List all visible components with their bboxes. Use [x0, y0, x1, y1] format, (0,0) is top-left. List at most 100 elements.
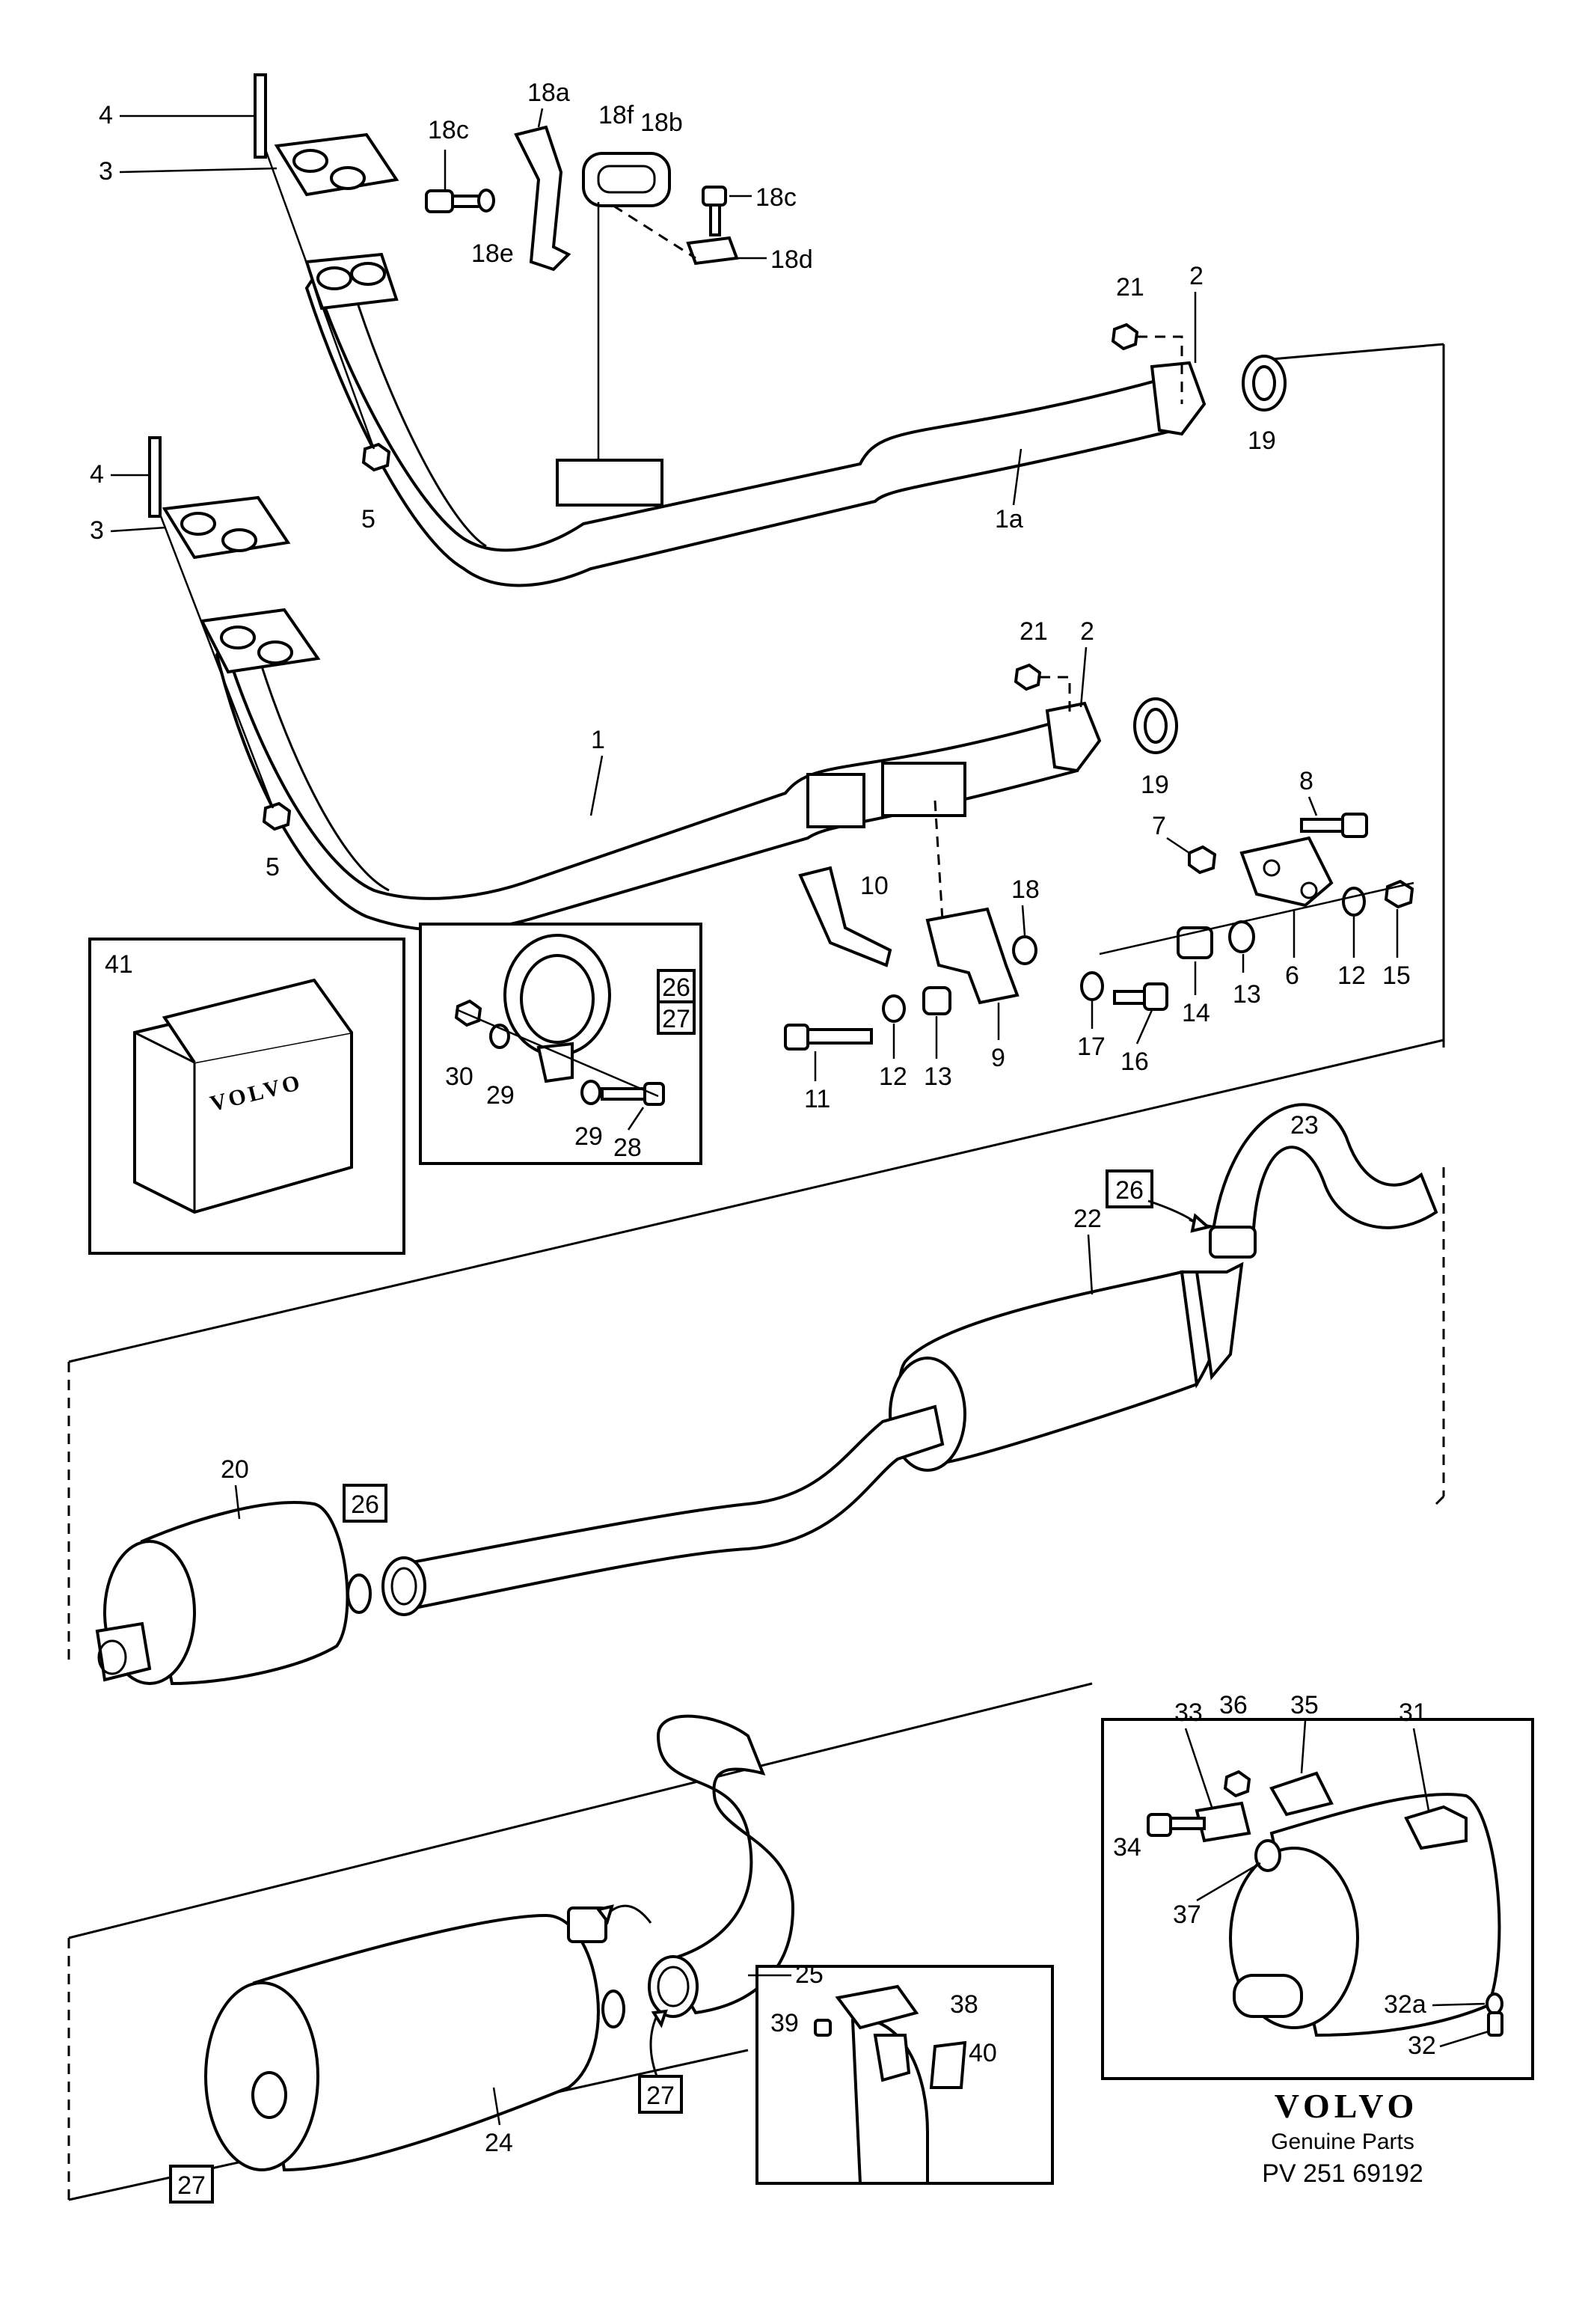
inset-41: VOLVO — [88, 938, 405, 1255]
nut-5-upper — [361, 442, 391, 472]
label-32: 32 — [1408, 2031, 1436, 2060]
nut-7 — [1188, 845, 1217, 875]
label-39: 39 — [770, 2009, 799, 2037]
label-4: 4 — [99, 101, 113, 129]
rubber-mount-18b — [582, 152, 671, 207]
label-4: 4 — [90, 460, 104, 489]
label-38: 38 — [950, 1990, 978, 2019]
gasket-3-upper — [274, 132, 399, 197]
bolt-16 — [1113, 982, 1168, 1011]
label-21: 21 — [1116, 273, 1144, 302]
callout-labels: 4 3 18c 18a 18f 18b 18c 18e 18d 21 2 19 … — [90, 79, 1489, 2157]
bushing-13-right — [1228, 920, 1255, 953]
genuine-parts-text: Genuine Parts — [1271, 2129, 1414, 2154]
label-19: 19 — [1248, 426, 1276, 455]
washer-17 — [1080, 971, 1104, 1001]
bracket-6 — [1239, 836, 1334, 908]
label-36: 36 — [1219, 1691, 1248, 1719]
label-23: 23 — [1290, 1111, 1319, 1140]
label-20: 20 — [221, 1455, 249, 1484]
label-5: 5 — [361, 505, 375, 533]
silencer-20 — [95, 1501, 372, 1686]
label-18e: 18e — [471, 239, 514, 268]
label-2: 2 — [1189, 262, 1204, 290]
label-16: 16 — [1120, 1048, 1149, 1076]
washer-18e — [477, 189, 495, 212]
label-12: 12 — [1337, 961, 1366, 990]
label-29: 29 — [486, 1081, 515, 1110]
label-19: 19 — [1141, 771, 1169, 799]
label-15: 15 — [1382, 961, 1411, 990]
bushing-18 — [1012, 935, 1037, 965]
label-8: 8 — [1299, 767, 1313, 795]
label-37: 37 — [1173, 1901, 1201, 1929]
label-6: 6 — [1285, 961, 1299, 990]
hanger-bracket-18a — [514, 125, 571, 272]
label-11: 11 — [804, 1085, 830, 1113]
boxed-label-26: 26 — [351, 1490, 379, 1519]
label-1: 1 — [591, 726, 605, 754]
label-32a: 32a — [1384, 1990, 1426, 2019]
inset-silencer-31 — [1101, 1718, 1534, 2080]
inset-hanger-38 — [755, 1965, 1054, 2185]
stud-4-lower — [148, 436, 162, 518]
middle-pipe — [381, 1404, 945, 1616]
label-18d: 18d — [770, 245, 813, 274]
section-border-middle — [67, 1039, 1445, 1661]
section-border-front-pipes — [1271, 343, 1445, 1048]
label-2: 2 — [1080, 617, 1094, 646]
label-18c: 18c — [755, 183, 797, 212]
boxed-label-27: 27 — [177, 2171, 206, 2200]
washer-12-left — [882, 994, 906, 1023]
label-18a: 18a — [527, 79, 570, 107]
clip-18d — [686, 236, 739, 266]
label-12: 12 — [879, 1062, 907, 1091]
label-1a: 1a — [995, 505, 1023, 533]
label-13: 13 — [1233, 980, 1261, 1009]
bracket-10 — [798, 866, 892, 967]
gasket-3-lower — [162, 495, 291, 560]
label-7: 7 — [1152, 812, 1166, 840]
label-10: 10 — [860, 872, 889, 900]
label-14: 14 — [1182, 999, 1210, 1027]
label-22: 22 — [1073, 1205, 1102, 1233]
label-31: 31 — [1399, 1698, 1427, 1727]
nut-21-upper — [1111, 322, 1139, 351]
nut-21-lower — [1014, 663, 1042, 691]
inset-clamp — [419, 923, 702, 1165]
label-18f: 18f — [598, 101, 634, 129]
label-3: 3 — [99, 157, 113, 186]
label-29: 29 — [574, 1122, 603, 1151]
label-18c: 18c — [428, 116, 469, 144]
label-3: 3 — [90, 516, 104, 545]
bracket-9 — [925, 907, 1020, 1005]
bushing-13-left — [922, 986, 951, 1015]
boxed-label-26: 26 — [662, 973, 690, 1002]
washer-12-right — [1342, 887, 1366, 917]
boxed-labels: 26 27 26 26 27 27 — [169, 969, 1212, 2204]
boxed-label-27: 27 — [662, 1005, 690, 1033]
silencer-24 — [204, 1906, 625, 2172]
bolt-18c-right — [702, 186, 727, 236]
label-35: 35 — [1290, 1691, 1319, 1719]
label-25: 25 — [795, 1960, 824, 1989]
bushing-14 — [1177, 926, 1213, 959]
boxed-label-27: 27 — [646, 2082, 675, 2110]
label-17: 17 — [1077, 1033, 1106, 1061]
bolt-18c-left — [425, 189, 491, 213]
label-5: 5 — [266, 853, 280, 881]
label-33: 33 — [1174, 1698, 1203, 1727]
label-28: 28 — [613, 1134, 642, 1162]
part-number-text: PV 251 69192 — [1262, 2159, 1423, 2188]
label-40: 40 — [969, 2039, 997, 2067]
label-18: 18 — [1011, 875, 1040, 904]
label-9: 9 — [991, 1044, 1005, 1072]
nut-5-lower — [262, 801, 292, 831]
pipe-25 — [648, 1714, 795, 2018]
label-18b: 18b — [640, 108, 683, 137]
label-24: 24 — [485, 2129, 513, 2157]
front-pipe-1 — [199, 608, 1178, 932]
bolt-8 — [1300, 813, 1368, 838]
label-41: 41 — [105, 950, 133, 979]
